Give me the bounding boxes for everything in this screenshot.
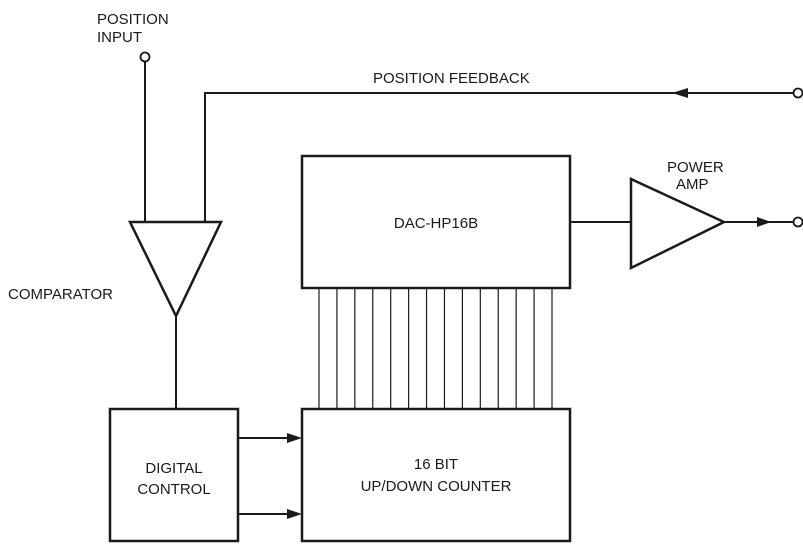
comparator-label: COMPARATOR xyxy=(8,286,113,303)
power-amp-triangle xyxy=(629,177,727,271)
dac-label: DAC-HP16B xyxy=(394,215,478,232)
control-arrow-down-icon xyxy=(287,509,302,519)
power-amp-label-line1: POWER xyxy=(667,159,724,176)
counter-block xyxy=(300,407,572,543)
position-feedback-terminal xyxy=(792,87,803,99)
output-arrow-icon xyxy=(757,217,771,227)
comparator-triangle xyxy=(127,220,223,319)
digital-control-block xyxy=(108,407,240,543)
counter-label-line2: UP/DOWN COUNTER xyxy=(361,478,512,495)
position-input-label-line2: INPUT xyxy=(97,29,142,46)
position-input-label-line1: POSITION xyxy=(97,11,169,28)
dac-block xyxy=(300,154,572,290)
position-input-terminal xyxy=(139,51,151,63)
amp-output-terminal xyxy=(792,216,803,228)
position-feedback-wire xyxy=(204,92,793,222)
counter-label-line1: 16 BIT xyxy=(414,456,458,473)
data-bus xyxy=(318,288,553,409)
power-amp-label-line2: AMP xyxy=(676,176,709,193)
digital-control-label-line1: DIGITAL xyxy=(145,460,202,477)
feedback-arrow-icon xyxy=(672,88,688,98)
digital-control-label-line2: CONTROL xyxy=(137,481,210,498)
control-arrow-up-icon xyxy=(287,433,302,443)
position-feedback-label: POSITION FEEDBACK xyxy=(373,70,530,87)
